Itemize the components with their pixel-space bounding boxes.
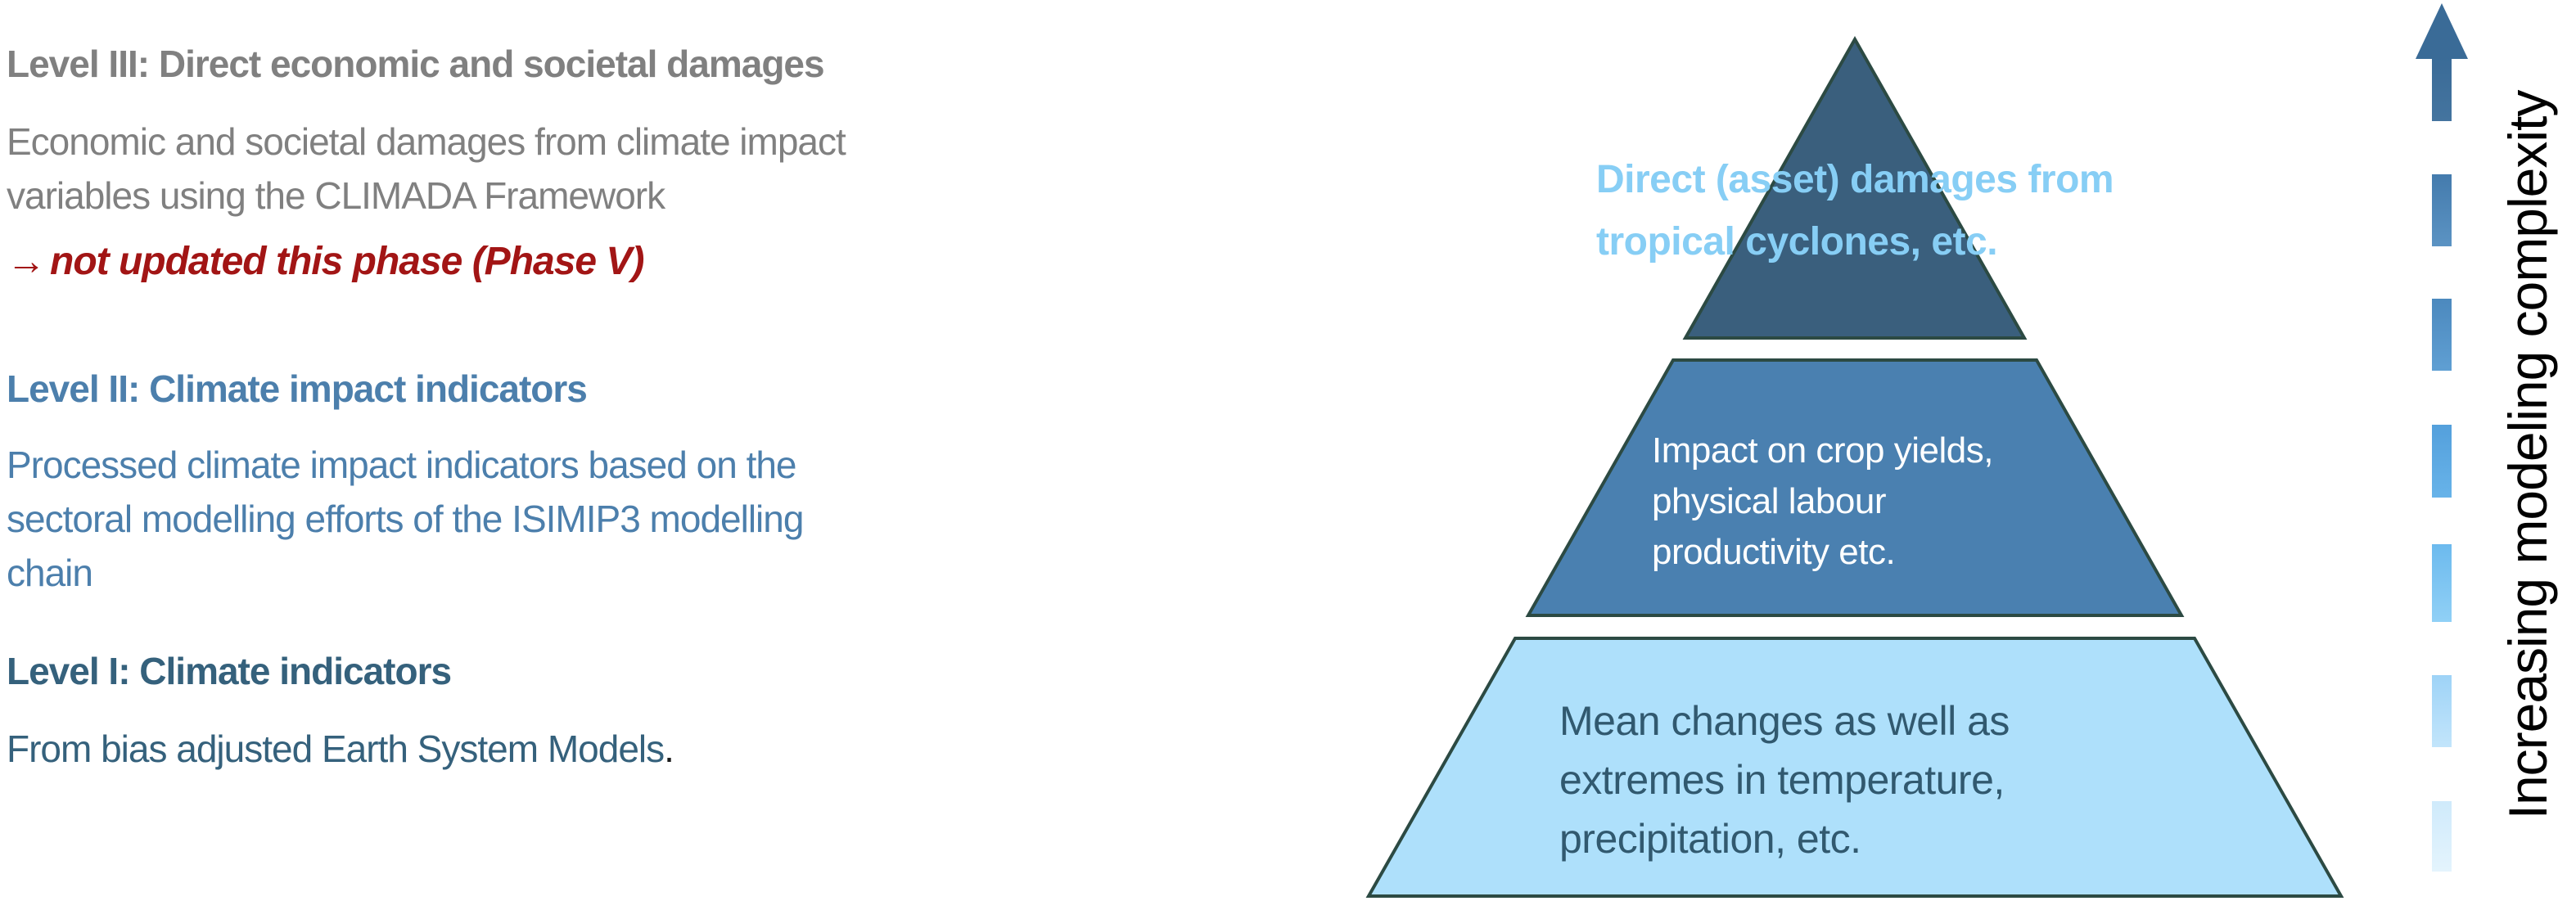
arrow-dash-segment bbox=[2432, 675, 2452, 747]
tier-middle-label-line3: productivity etc. bbox=[1652, 532, 1896, 572]
level3-description: Economic and societal damages from clima… bbox=[7, 115, 846, 223]
right-arrow-icon: → bbox=[7, 240, 46, 283]
level2-heading: Level II: Climate impact indicators bbox=[7, 367, 588, 410]
level2-description-line2: sectoral modelling efforts of the ISIMIP… bbox=[7, 498, 804, 540]
level3-description-line1: Economic and societal damages from clima… bbox=[7, 120, 846, 163]
arrow-dash-segment bbox=[2432, 425, 2452, 498]
arrow-dash-segment bbox=[2432, 801, 2452, 872]
level2-description: Processed climate impact indicators base… bbox=[7, 438, 804, 600]
complexity-axis-label: Increasing modeling complexity bbox=[2497, 90, 2558, 820]
arrow-up-icon bbox=[2416, 3, 2468, 59]
arrow-dash-segment bbox=[2432, 174, 2452, 246]
arrow-dash-segment bbox=[2432, 299, 2452, 371]
arrow-shaft bbox=[2432, 57, 2452, 121]
level3-description-line2: variables using the CLIMADA Framework bbox=[7, 174, 665, 217]
tier-middle-label-line2: physical labour bbox=[1652, 481, 1886, 521]
tier-top-label-line2: tropical cyclones, etc. bbox=[1596, 220, 1998, 264]
level3-note-text: not updated this phase (Phase V) bbox=[50, 240, 644, 283]
tier-middle-label-line1: Impact on crop yields, bbox=[1652, 430, 1993, 471]
level1-description: From bias adjusted Earth System Models. bbox=[7, 722, 674, 776]
pyramid-tier-middle-shape bbox=[1525, 358, 2185, 617]
pyramid-tier-top-label: Direct (asset) damages from tropical cyc… bbox=[1596, 149, 2114, 273]
tier-bottom-label-line3: precipitation, etc. bbox=[1559, 816, 1861, 862]
level1-heading: Level I: Climate indicators bbox=[7, 650, 452, 692]
arrow-dash-segment bbox=[2432, 544, 2452, 622]
pyramid-tier-bottom-shape bbox=[1365, 637, 2344, 898]
pyramid-tier-middle-label: Impact on crop yields, physical labour p… bbox=[1652, 426, 1993, 578]
level3-note: →not updated this phase (Phase V) bbox=[7, 237, 644, 286]
tier-bottom-label-line1: Mean changes as well as bbox=[1559, 698, 2010, 744]
level1-description-text: From bias adjusted Earth System Models bbox=[7, 728, 665, 770]
pyramid-tier-top-shape bbox=[1682, 35, 2028, 340]
tier-top-label-line1: Direct (asset) damages from bbox=[1596, 158, 2114, 201]
level2-description-line1: Processed climate impact indicators base… bbox=[7, 444, 797, 486]
pyramid-tier-bottom-label: Mean changes as well as extremes in temp… bbox=[1559, 692, 2010, 868]
level2-description-line3: chain bbox=[7, 552, 93, 594]
level1-description-period: . bbox=[664, 728, 674, 770]
tier-bottom-label-line2: extremes in temperature, bbox=[1559, 757, 2005, 803]
level3-heading: Level III: Direct economic and societal … bbox=[7, 43, 825, 85]
